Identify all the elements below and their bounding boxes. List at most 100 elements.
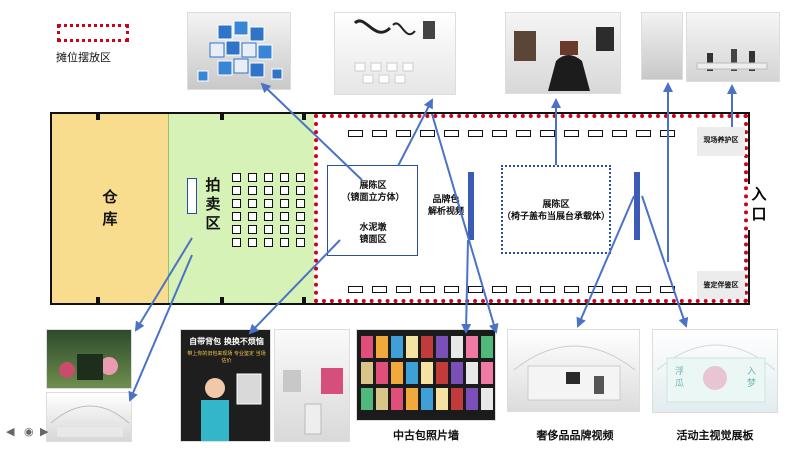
white-hall-illustration <box>353 19 435 84</box>
auction-seat <box>232 225 241 234</box>
zone-divider <box>168 114 169 303</box>
auction-seat <box>232 212 241 221</box>
bag-photo-tile <box>406 388 418 410</box>
photo-main-visual-board: 浮 瓜 入 梦 <box>652 329 778 413</box>
exhibit-room-illustration <box>283 368 343 435</box>
poster-illustration <box>201 373 262 441</box>
pedestal <box>516 130 531 137</box>
bag-photo-tile <box>481 362 493 384</box>
bag-photo-tile <box>406 362 418 384</box>
auction-seat <box>264 212 273 221</box>
auction-seat <box>248 199 257 208</box>
pedestal <box>396 130 411 137</box>
pedestal <box>636 130 651 137</box>
arch-hall-illustration <box>50 405 130 437</box>
luxury-video-illustration <box>513 345 636 401</box>
auction-seat <box>296 173 305 182</box>
connector-arrow <box>260 82 363 181</box>
bag-photo-tile <box>391 388 403 410</box>
auction-seat <box>296 186 305 195</box>
wall-tick <box>96 114 100 120</box>
luxury-video-caption: 奢侈品品牌视频 <box>536 429 614 442</box>
top-pedestal-row <box>348 130 688 138</box>
auction-seat <box>232 186 241 195</box>
wall-tick <box>220 114 224 120</box>
wall-tick <box>302 114 306 120</box>
brand-video-label: 品牌色 解析视频 <box>427 195 464 217</box>
pedestal <box>492 286 507 293</box>
photo-chair-display <box>505 12 621 94</box>
display-zone <box>314 114 748 303</box>
auction-seat <box>248 225 257 234</box>
bag-photo-tile <box>376 362 388 384</box>
prev-slide-icon[interactable]: ◀ <box>6 425 15 438</box>
auction-seat <box>280 173 289 182</box>
pedestal <box>444 130 459 137</box>
pedestal <box>540 286 555 293</box>
bag-photo-tile <box>361 388 373 410</box>
connector-arrow <box>128 254 193 402</box>
garden-stage-illustration <box>59 354 118 380</box>
play-slide-icon[interactable]: ◉ <box>24 425 34 438</box>
auction-seat <box>232 199 241 208</box>
site-care-zone: 现场养护区 <box>697 127 745 156</box>
visual-board-text-left: 浮 瓜 <box>675 367 685 389</box>
chair-display-label: 展陈区 （椅子盖布当展台承载体） <box>502 200 611 222</box>
connector-arrow <box>397 98 433 167</box>
auction-seat <box>280 238 289 247</box>
photo-luxury-video <box>507 329 640 412</box>
visual-board-caption: 活动主视觉展板 <box>676 429 754 442</box>
legend-label: 摊位摆放区 <box>56 51 111 64</box>
appraisal-zone: 鉴定伴鉴区 <box>697 271 745 299</box>
bag-photo-tile <box>421 362 433 384</box>
next-slide-icon[interactable]: ▶ <box>40 425 49 438</box>
poster-subline: 带上你的旧包来现场 专业鉴定 当场估价 <box>187 351 266 364</box>
luxury-video-screen <box>634 172 640 240</box>
pedestal <box>372 286 387 293</box>
pedestal <box>420 130 435 137</box>
bag-photo-tile <box>436 336 448 358</box>
auction-podium <box>187 178 197 214</box>
pedestal <box>396 286 411 293</box>
bag-photo-tile <box>466 362 478 384</box>
auction-seat <box>232 238 241 247</box>
pedestal <box>444 286 459 293</box>
bag-photo-tile <box>436 362 448 384</box>
bag-photo-tile <box>406 336 418 358</box>
pedestal <box>420 286 435 293</box>
pedestal <box>516 286 531 293</box>
connector-arrow <box>641 195 689 328</box>
bottom-pedestal-row <box>348 286 688 294</box>
bag-photo-tile <box>391 336 403 358</box>
auction-seat <box>264 225 273 234</box>
pedestal <box>564 130 579 137</box>
auction-seat <box>264 199 273 208</box>
auction-seat <box>296 199 305 208</box>
chair-display-zone <box>501 165 611 254</box>
photo-appraisal-area <box>686 12 780 82</box>
connector-arrow <box>431 113 499 334</box>
auction-seat <box>296 238 305 247</box>
auction-seat <box>280 212 289 221</box>
auction-seat <box>280 225 289 234</box>
appraisal-illustration <box>696 49 768 71</box>
photo-white-hall-seats <box>334 12 456 95</box>
pedestal <box>372 130 387 137</box>
mirror-cube-label: 展陈区 （镜面立方体） <box>341 181 405 203</box>
bag-photo-tile <box>361 336 373 358</box>
bag-photo-tile <box>421 388 433 410</box>
auction-seat <box>264 238 273 247</box>
bag-photo-tile <box>451 388 463 410</box>
photo-white-arch-hall <box>46 392 132 442</box>
warehouse-zone <box>52 114 168 303</box>
wall-tick <box>96 297 100 303</box>
auction-seat <box>280 199 289 208</box>
bag-photo-tile <box>451 336 463 358</box>
visual-board-illustration <box>656 344 776 403</box>
pedestal <box>564 286 579 293</box>
auction-seat <box>232 173 241 182</box>
wall-tick <box>302 297 306 303</box>
bag-photo-tile <box>481 388 493 410</box>
bag-photo-tile <box>436 388 448 410</box>
